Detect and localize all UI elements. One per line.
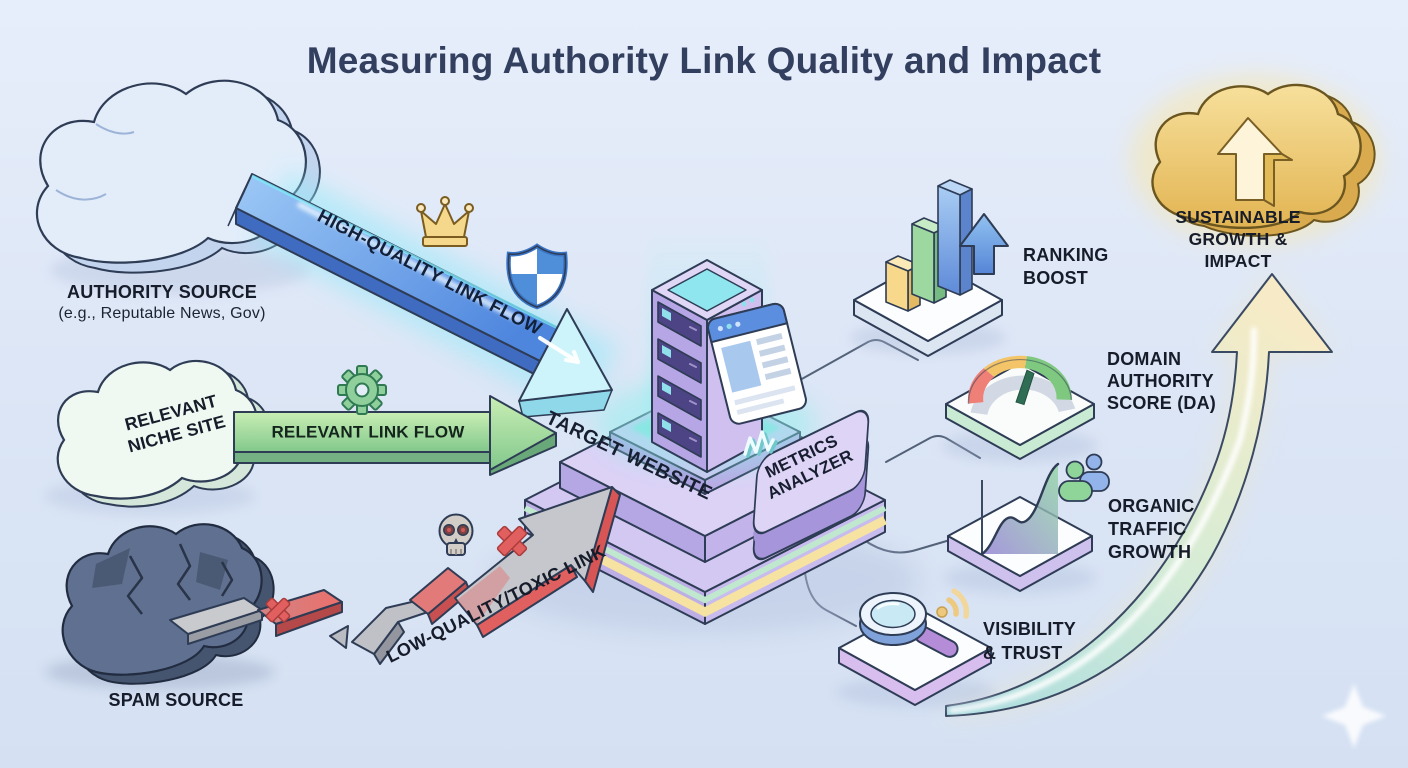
ranking-boost-label: RANKING BOOST [1023,245,1109,289]
gear-icon [337,365,387,415]
domain-authority-platform [942,355,1098,462]
gauge-icon [967,355,1076,416]
bar-chart-icon [885,179,973,312]
growth-swoosh-arrow [945,273,1333,717]
domain-authority-label: DOMAIN AUTHORITY SCORE (DA) [1107,349,1216,413]
page-title: Measuring Authority Link Quality and Imp… [306,39,1102,81]
organic-traffic-platform [944,453,1110,594]
ranking-boost-platform [850,179,1009,357]
area-chart-icon [980,462,1060,556]
high-quality-link-arrow [227,169,619,418]
magnifier-icon [859,592,959,658]
shield-check-icon [506,243,568,310]
up-arrow-icon [959,213,1009,275]
waveform-icon [743,430,778,458]
sparkle-icon [1322,684,1386,748]
authority-source-sublabel: (e.g., Reputable News, Gov) [58,305,266,322]
relevant-link-arrow [233,395,557,476]
visibility-trust-platform [835,588,995,708]
wifi-signal-icon [936,588,970,619]
browser-icon [706,302,807,425]
spam-source-label: SPAM SOURCE [108,689,244,710]
authority-source-label: AUTHORITY SOURCE [67,281,257,302]
crown-icon [416,196,474,247]
organic-traffic-label: ORGANIC TRAFFIC GROWTH [1108,496,1195,563]
users-icon [1058,453,1110,502]
up-arrow-icon [1217,117,1293,207]
x-mark-icon [265,597,291,623]
relevant-flow-label: RELEVANT LINK FLOW [271,422,465,442]
skull-icon [438,513,474,556]
relevant-niche-cloud [45,359,270,514]
sustainable-growth-cloud [1130,75,1380,245]
metrics-analyzer-box [743,409,870,561]
visibility-trust-label: VISIBILITY & TRUST [983,619,1077,664]
sustainable-growth-label: SUSTAINABLE GROWTH & IMPACT [1175,207,1301,271]
x-mark-icon [496,525,528,557]
toxic-link-broken-arrow [169,486,621,665]
